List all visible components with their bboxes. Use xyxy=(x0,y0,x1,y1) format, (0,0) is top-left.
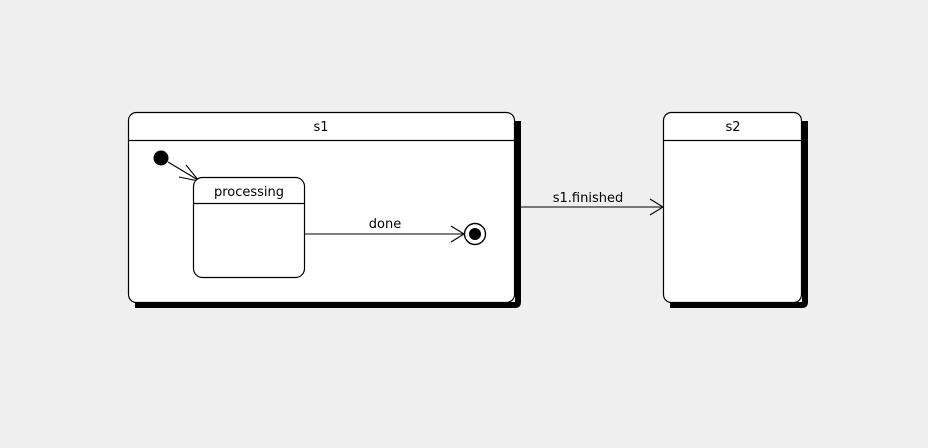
state-s2[interactable]: s2 xyxy=(662,111,809,309)
transition-done-label: done xyxy=(369,217,401,232)
final-state-inner-dot xyxy=(469,228,481,240)
transition-s1-finished-label: s1.finished xyxy=(553,191,623,206)
state-s1-title: s1 xyxy=(313,120,328,135)
initial-state-icon xyxy=(153,150,169,166)
state-s2-body xyxy=(662,111,803,304)
state-processing[interactable]: processing xyxy=(192,176,306,279)
final-state-node[interactable] xyxy=(463,222,487,246)
transition-done[interactable]: done xyxy=(305,217,466,243)
initial-state-node[interactable] xyxy=(153,150,169,166)
transition-s1-finished[interactable]: s1.finished xyxy=(521,191,665,216)
state-processing-body xyxy=(192,176,306,279)
state-s1[interactable]: s1 xyxy=(127,111,522,309)
state-processing-title: processing xyxy=(214,185,284,200)
state-s2-title: s2 xyxy=(725,120,740,135)
transition-initial-to-processing-line xyxy=(167,161,199,181)
